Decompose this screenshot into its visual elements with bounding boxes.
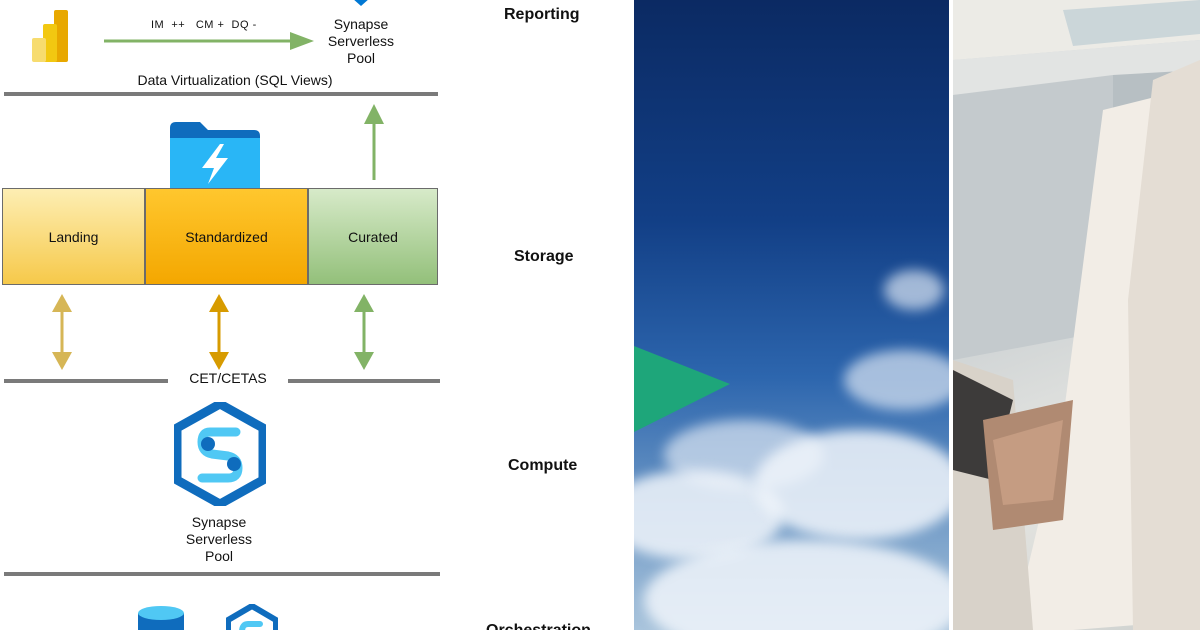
- landing-bidirectional-arrow: [52, 294, 72, 370]
- power-bi-icon: [30, 10, 70, 62]
- serverless-pool-top-label: Synapse Serverless Pool: [327, 16, 395, 66]
- cloud-shape: [754, 430, 949, 540]
- layer-label-reporting: Reporting: [504, 6, 580, 23]
- cloud-shape: [644, 540, 949, 630]
- layer-label-compute: Compute: [508, 457, 578, 474]
- panel-separator: [949, 0, 953, 630]
- orchestration-synapse-icon: [225, 602, 279, 630]
- office-photo: [953, 0, 1200, 630]
- layer-label-orchestration: Orchestration: [486, 622, 591, 630]
- cloud-shape: [844, 350, 949, 410]
- virtualization-label: Data Virtualization (SQL Views): [137, 72, 333, 88]
- curated-bidirectional-arrow: [354, 294, 374, 370]
- zone-standardized: Standardized: [145, 188, 308, 285]
- zone-curated-label: Curated: [348, 228, 398, 245]
- zone-curated: Curated: [308, 188, 438, 285]
- green-arrow-shape: [634, 346, 730, 432]
- cloud-shape: [884, 270, 944, 310]
- zone-standardized-label: Standardized: [185, 228, 268, 245]
- layer-label-storage: Storage: [514, 248, 574, 265]
- office-scene: [953, 0, 1200, 630]
- architecture-diagram: IM ++ CM + DQ - Synapse Serverless Pool …: [2, 0, 591, 630]
- data-lake-folder-icon: [170, 122, 260, 195]
- synapse-analytics-icon: [172, 398, 268, 511]
- reporting-flow-label: IM ++ CM + DQ -: [151, 19, 257, 31]
- synapse-top-icon: [352, 0, 370, 11]
- database-icon: [138, 605, 184, 630]
- layer-divider-reporting: [4, 92, 438, 96]
- cet-cetas-label: CET/CETAS: [168, 370, 288, 387]
- curated-to-reporting-arrow: [364, 104, 384, 180]
- standardized-bidirectional-arrow: [209, 294, 229, 370]
- layer-divider-compute: [4, 572, 440, 576]
- reporting-flow-arrow: [104, 32, 314, 50]
- zone-landing-label: Landing: [48, 228, 99, 245]
- zone-landing: Landing: [2, 188, 145, 285]
- serverless-pool-compute-label: Synapse Serverless Pool: [185, 514, 253, 564]
- sky-photo: [634, 0, 949, 630]
